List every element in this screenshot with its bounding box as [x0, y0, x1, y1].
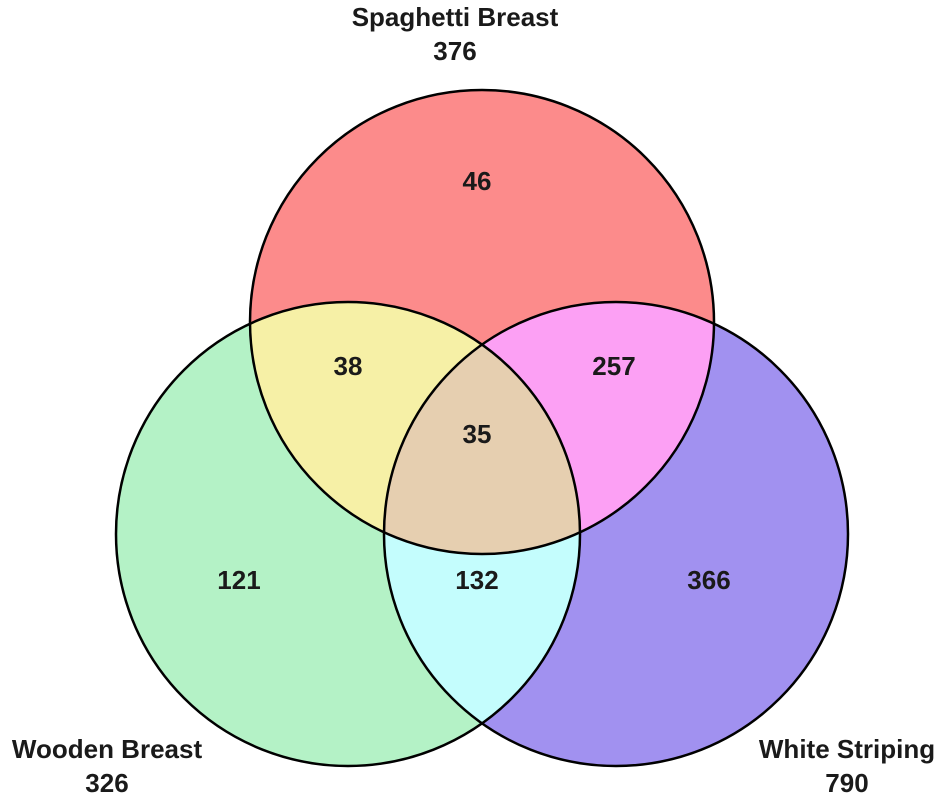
region-all-three: [384, 302, 580, 554]
count-all-three: 35: [463, 419, 492, 449]
count-spaghetti-white: 257: [592, 351, 635, 381]
label-spaghetti-total: 376: [433, 36, 476, 66]
label-white-total: 790: [825, 768, 868, 798]
count-spaghetti-only: 46: [463, 166, 492, 196]
outline-wooden: [114, 300, 582, 768]
label-wooden-name: Wooden Breast: [12, 734, 203, 764]
label-white-name: White Striping: [759, 734, 935, 764]
count-wooden-white: 132: [455, 565, 498, 595]
label-wooden-total: 326: [85, 768, 128, 798]
count-white-only: 366: [687, 565, 730, 595]
outline-white: [382, 300, 850, 768]
outline-spaghetti: [248, 88, 716, 556]
label-spaghetti-name: Spaghetti Breast: [352, 2, 559, 32]
count-wooden-only: 121: [217, 565, 260, 595]
count-spaghetti-wooden: 38: [334, 351, 363, 381]
